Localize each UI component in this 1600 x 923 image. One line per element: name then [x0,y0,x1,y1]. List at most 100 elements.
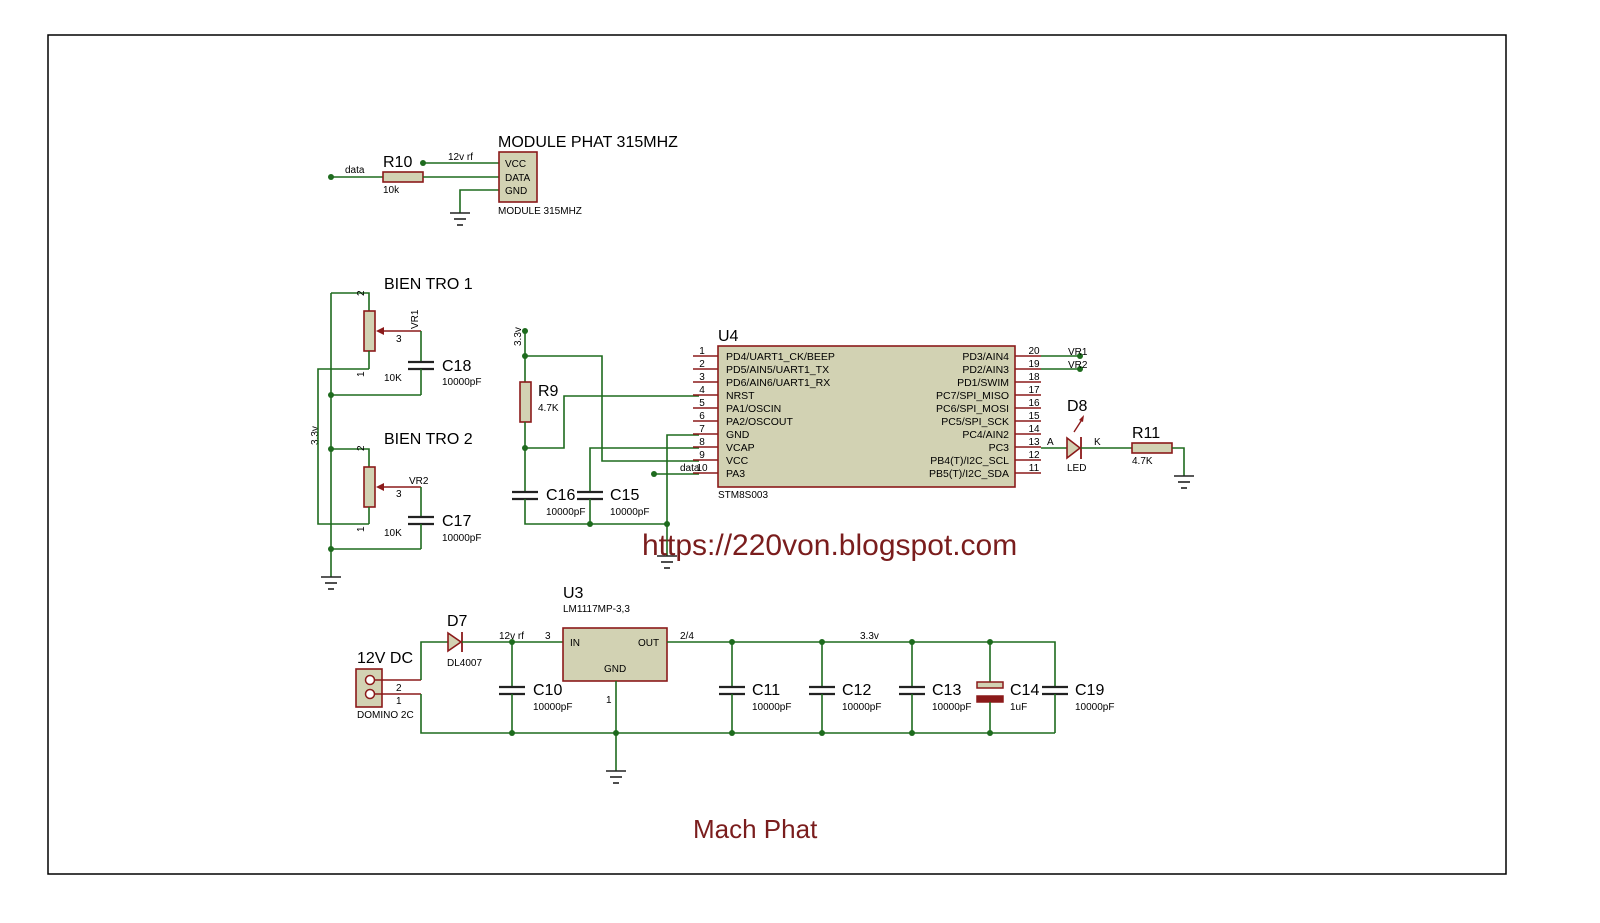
rf-pin-vcc: VCC [505,159,526,170]
u4-pin-name: PA1/OSCIN [726,403,781,415]
u4-pin-name: PD6/AIN6/UART1_RX [726,377,830,389]
cap-c14-plate-negative [976,695,1004,703]
rf-module-title: MODULE PHAT 315MHZ [498,134,678,151]
d7-part: DL4007 [447,658,482,669]
c12-ref: C12 [842,682,871,699]
u4-pin-name: NRST [726,390,755,402]
u4-pin-number: 11 [1029,463,1040,474]
u4-pin-number: 6 [699,411,705,422]
pot-vr1-body [363,310,376,352]
u4-pin-name: PC5/SPI_SCK [941,416,1009,428]
u4-pin-number: 5 [699,398,705,409]
c10-ref: C10 [533,682,562,699]
u4-pin-number: 17 [1028,385,1040,396]
pot1-title: BIEN TRO 1 [384,276,473,293]
u4-pin-name: PB5(T)/I2C_SDA [929,468,1009,480]
d8-part: LED [1067,463,1086,474]
pot1-pin2: 2 [356,290,367,296]
diode-d7 [447,631,463,653]
u3-pin-in: IN [570,638,580,649]
r9-value: 4.7K [538,403,559,414]
c14-value: 1uF [1010,702,1027,713]
u4-pin-name: PD3/AIN4 [962,351,1009,363]
u4-pin-name: GND [726,429,750,441]
ground-symbol [606,770,626,784]
c13-value: 10000pF [932,702,971,713]
u3-pin-in-num: 3 [545,631,551,642]
c16-ref: C16 [546,487,575,504]
c19-ref: C19 [1075,682,1104,699]
resistor-r10 [382,171,424,183]
net-label-12v-rf: 12v rf [448,152,473,163]
net-label-3v3-pots: 3.3v [310,426,321,445]
d8-ref: D8 [1067,398,1088,415]
c10-value: 10000pF [533,702,572,713]
ground-symbol [657,555,677,569]
net-label-3v3-psu: 3.3v [860,631,879,642]
net-label-vr2: VR2 [1068,360,1088,371]
u4-pin-number: 9 [699,450,705,461]
pot2-title: BIEN TRO 2 [384,431,473,448]
ground-symbol [321,576,341,590]
resistor-r9 [519,381,532,423]
u4-pin-name: VCC [726,455,749,467]
rf-module-section: data R10 10k 12v rf VCC DATA GND MODULE … [328,134,678,226]
c12-value: 10000pF [842,702,881,713]
regulator-u3-body [562,627,668,682]
u4-pin-name: PD2/AIN3 [962,364,1009,376]
pot2-value: 10K [384,528,402,539]
u4-pin-number: 20 [1028,346,1040,357]
d8-cathode: K [1094,437,1101,448]
pot2-ref: VR2 [409,476,429,487]
connector-part: DOMINO 2C [357,710,414,721]
u4-ref: U4 [718,328,739,345]
r9-ref: R9 [538,383,559,400]
u4-pin-name: PC6/SPI_MOSI [936,403,1009,415]
c17-value: 10000pF [442,533,481,544]
pot2-pin3: 3 [396,489,402,500]
u4-pin-name: PC3 [989,442,1010,454]
u4-pin-number: 18 [1028,372,1040,383]
u4-pin-number: 16 [1028,398,1040,409]
u4-pin-name: PA2/OSCOUT [726,416,793,428]
u4-pin-name: VCAP [726,442,755,454]
u3-pin-gnd-num: 1 [606,695,612,706]
rf-module-subtitle: MODULE 315MHZ [498,206,582,217]
c16-value: 10000pF [546,507,585,518]
u4-pin-number: 10 [696,463,708,474]
mcu-u4-body [717,345,1016,488]
u4-pin-name: PD5/AIN5/UART1_TX [726,364,829,376]
led-d8 [1066,436,1082,460]
power-supply-section: 12V DC DOMINO 2C 2 1 D7 DL4007 12v rf C1… [355,585,1114,784]
net-label-data-mcu: data [680,463,700,474]
u4-pin-number: 14 [1028,424,1040,435]
c17-ref: C17 [442,513,471,530]
u4-pin-number: 7 [699,424,705,435]
resistor-r11 [1131,442,1173,454]
schematic-caption: Mach Phat [693,814,818,844]
rf-pin-gnd: GND [505,186,527,197]
connector-pin2: 2 [396,683,402,694]
pot2-pin1: 1 [356,526,367,532]
dc-connector-body [355,668,383,708]
r10-value: 10k [383,185,400,196]
c13-ref: C13 [932,682,961,699]
pot2-pin2: 2 [356,445,367,451]
pot1-value: 10K [384,373,402,384]
u4-pin-number: 8 [699,437,705,448]
u4-pin-number: 15 [1028,411,1040,422]
u3-part: LM1117MP-3,3 [563,604,630,615]
c11-value: 10000pF [752,702,791,713]
u3-ref: U3 [563,585,584,602]
pot1-pin3: 3 [396,334,402,345]
sheet-border [47,34,1507,875]
connector-title: 12V DC [357,650,413,667]
r10-ref: R10 [383,154,412,171]
net-label-vr1: VR1 [1068,347,1088,358]
rf-module-body [498,151,538,203]
u4-pin-number: 12 [1028,450,1040,461]
c11-ref: C11 [752,682,780,699]
u3-pin-out-num: 2/4 [680,631,694,642]
net-label-3v3-mcu: 3.3v [513,327,524,346]
